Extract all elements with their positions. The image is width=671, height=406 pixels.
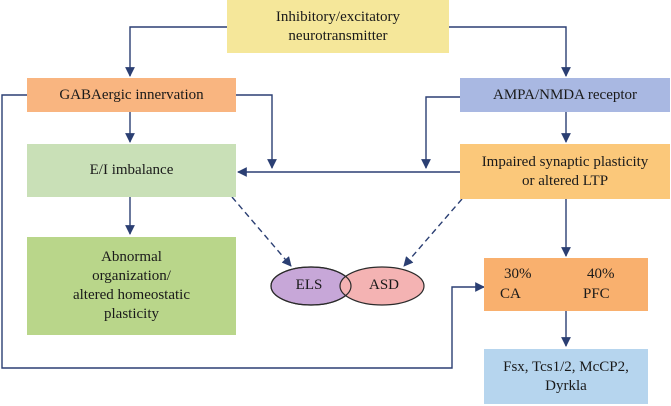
neurotransmitter-line-1: Inhibitory/excitatory <box>275 8 401 25</box>
arrow-neuro-to-ampa <box>449 26 571 77</box>
els-outline <box>270 266 352 306</box>
neurotransmitter-line-2: neurotransmitter <box>288 27 388 44</box>
gabaergic-box: GABAergic innervation <box>27 78 236 112</box>
arrow-plasticity-to-asd <box>403 198 463 267</box>
arrow-gaba-side <box>236 94 277 169</box>
ca-pfc-box <box>484 258 648 311</box>
plasticity-box: Impaired synaptic plasticity or altered … <box>460 144 670 199</box>
ca-percent: 30% <box>504 266 532 282</box>
pfc-percent: 40% <box>587 266 615 282</box>
asd-ellipse <box>339 266 425 306</box>
plasticity-line-2: or altered LTP <box>521 172 609 189</box>
els-label: ELS <box>295 277 323 293</box>
abnormal-line-2: organization/ <box>92 268 171 284</box>
abnormal-line-3: altered homeostatic <box>72 287 191 303</box>
pfc-label: PFC <box>583 286 610 302</box>
ei-imbalance-label: E/I imbalance <box>89 162 174 178</box>
arrow-ei-to-els <box>231 196 292 267</box>
abnormal-line-1: Abnormal <box>101 249 162 265</box>
plasticity-line-1: Impaired synaptic plasticity <box>481 153 649 170</box>
genes-line-2: Dyrkla <box>545 377 587 394</box>
arrow-gaba-loop-to-capfc <box>1 94 485 369</box>
arrow-ampa-side <box>421 96 460 169</box>
genes-line-1: Fsx, Tcs1/2, McCP2, <box>503 358 629 375</box>
neurotransmitter-box: Inhibitory/excitatory neurotransmitter <box>227 0 449 53</box>
ei-imbalance-box: E/I imbalance <box>27 144 236 197</box>
abnormal-line-4: plasticity <box>104 306 159 322</box>
genes-box: Fsx, Tcs1/2, McCP2, Dyrkla <box>484 349 648 404</box>
ampa-box: AMPA/NMDA receptor <box>460 78 670 112</box>
asd-label: ASD <box>368 277 399 293</box>
abnormal-organization-box: Abnormal organization/ altered homeostat… <box>27 237 236 335</box>
ampa-label: AMPA/NMDA receptor <box>492 86 638 103</box>
gabaergic-label: GABAergic innervation <box>59 86 204 103</box>
arrow-neuro-to-gaba <box>125 26 227 77</box>
ca-label: CA <box>500 286 521 302</box>
